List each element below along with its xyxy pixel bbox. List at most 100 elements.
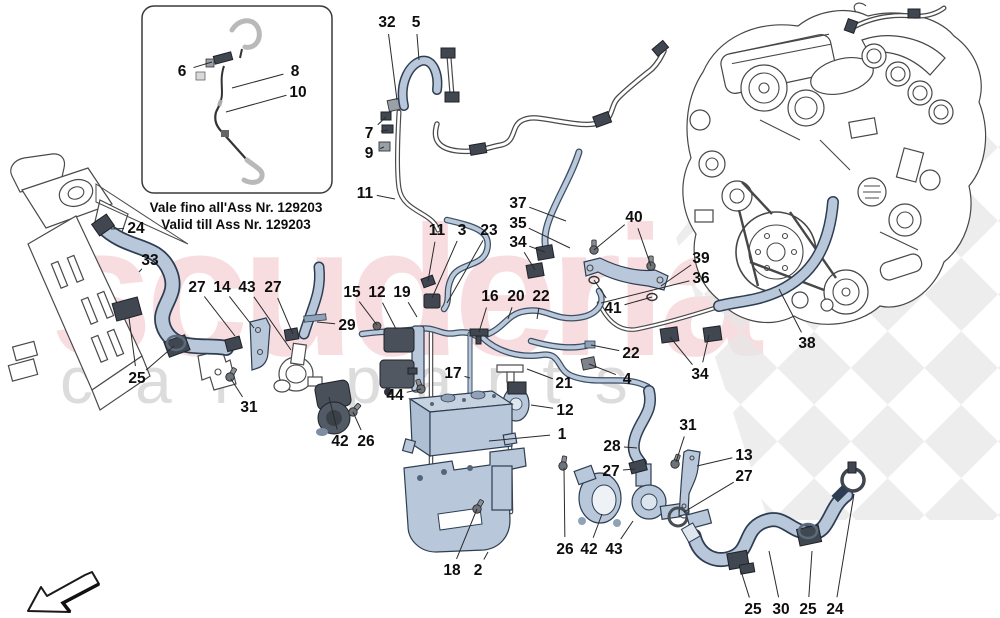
callout-16: 16 [481, 288, 499, 305]
callout-leader [702, 334, 710, 363]
callout-11: 11 [429, 222, 446, 239]
callout-4: 4 [623, 371, 632, 388]
callout-leader [836, 493, 855, 598]
engine-illustration [682, 2, 987, 325]
callout-leader [376, 194, 396, 200]
callout-leader [110, 227, 125, 230]
callout-27: 27 [602, 463, 619, 480]
callout-19: 19 [393, 284, 411, 301]
callout-leader [316, 321, 336, 325]
callout-28: 28 [603, 438, 621, 455]
note-line-1: Vale fino all'Ass Nr. 129203 [150, 200, 323, 215]
callout-44: 44 [386, 387, 404, 404]
callout-leader [600, 280, 690, 304]
callout-41: 41 [604, 300, 622, 317]
callout-leader [388, 33, 398, 101]
callout-leader [530, 404, 554, 409]
bracket-14 [249, 317, 271, 371]
callout-leader [352, 411, 362, 431]
callout-11: 11 [357, 185, 374, 202]
callout-leader [488, 434, 551, 442]
callout-leader [526, 368, 553, 380]
callout-29: 29 [338, 317, 356, 334]
callout-31: 31 [240, 399, 258, 416]
callout-leader [624, 296, 653, 306]
callout-12: 12 [556, 402, 573, 419]
callout-leader [377, 116, 387, 126]
callout-leader [507, 307, 513, 320]
valve-3 [423, 293, 441, 309]
callout-18: 18 [443, 562, 461, 579]
callout-leader [675, 436, 685, 463]
callout-39: 39 [692, 250, 710, 267]
callout-33: 33 [141, 252, 159, 269]
callout-34: 34 [691, 366, 709, 383]
callout-leader [669, 336, 693, 365]
callout-leader [563, 467, 566, 538]
callout-leader [431, 240, 458, 299]
callout-15: 15 [343, 284, 361, 301]
callout-leader [228, 296, 255, 329]
callout-43: 43 [238, 279, 256, 296]
bracket-39 [583, 257, 669, 291]
clamp-27 [224, 335, 243, 353]
callout-leader [464, 375, 471, 379]
callout-13: 13 [735, 447, 753, 464]
callout-leader [660, 264, 692, 287]
callout-leader [406, 388, 422, 393]
fitting-11 [420, 274, 436, 289]
callout-30: 30 [772, 601, 789, 618]
callout-leader [683, 481, 734, 513]
callout-leader [253, 296, 292, 351]
callout-27: 27 [735, 468, 752, 485]
callout-7: 7 [365, 125, 374, 142]
callout-leader [407, 302, 418, 318]
callout-leader [536, 307, 540, 320]
callout-24: 24 [826, 601, 844, 618]
callout-17: 17 [444, 365, 461, 382]
front-direction-arrow-icon [27, 571, 100, 614]
callout-32: 32 [378, 14, 395, 31]
clamp-24 [90, 213, 116, 237]
inset-pipe-curl [229, 18, 262, 50]
washer-41 [588, 275, 600, 285]
callout-leader [768, 550, 780, 598]
callout-leader [620, 520, 634, 540]
callout-leader [427, 241, 436, 282]
callout-2: 2 [474, 562, 483, 579]
callout-leader [696, 457, 733, 467]
callout-31: 31 [679, 417, 697, 434]
callout-leader [590, 344, 620, 352]
inset-variant-box [141, 5, 333, 194]
callout-25: 25 [744, 601, 762, 618]
callout-leader [637, 228, 652, 267]
callout-leader [740, 570, 750, 598]
solenoid-25 [111, 296, 143, 322]
callout-leader [193, 61, 213, 69]
callout-43: 43 [605, 541, 623, 558]
nut-15 [372, 321, 382, 331]
callout-23: 23 [480, 222, 498, 239]
callout-leader [416, 33, 420, 61]
callout-leader [528, 227, 571, 249]
callout-leader [358, 301, 378, 326]
tee-16 [469, 328, 489, 337]
callout-leader [593, 279, 607, 299]
callout-leader [456, 508, 478, 560]
callout-leader [380, 129, 389, 132]
callout-1: 1 [558, 426, 567, 443]
callout-14: 14 [213, 279, 231, 296]
callout-27: 27 [188, 279, 205, 296]
callout-leader [230, 378, 243, 398]
callout-25: 25 [799, 601, 817, 618]
callout-leader [622, 468, 636, 471]
callout-leader [593, 224, 626, 251]
callout-leader [808, 550, 813, 598]
callout-leader [138, 268, 143, 273]
clamp-4 [580, 356, 597, 371]
callout-leader [623, 446, 638, 449]
callout-5: 5 [412, 14, 421, 31]
